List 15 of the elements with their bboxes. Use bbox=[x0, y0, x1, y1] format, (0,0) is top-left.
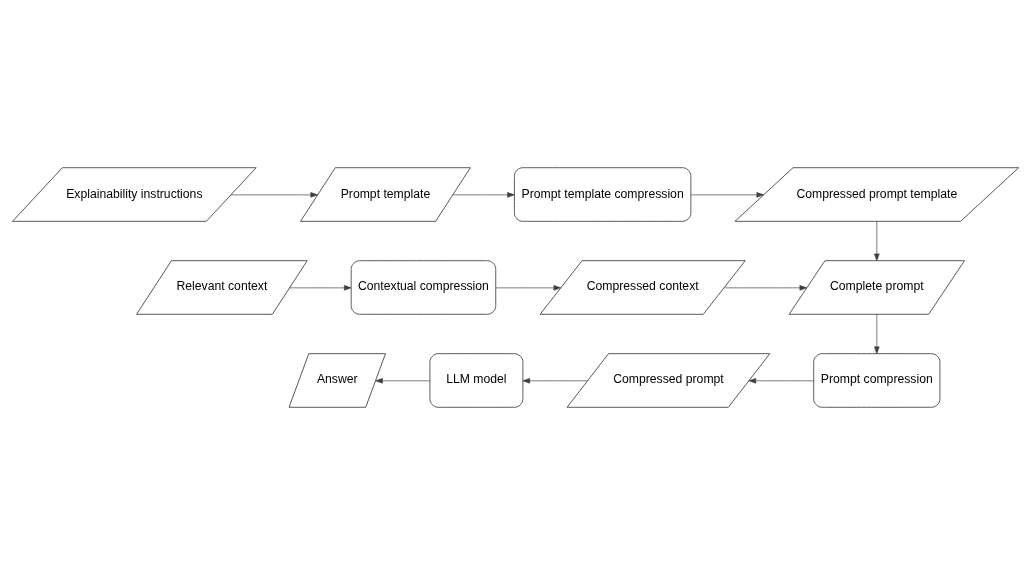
arrow bbox=[522, 377, 588, 384]
node-box: Prompt template compression bbox=[514, 166, 692, 222]
node-box: Contextual compression bbox=[350, 259, 497, 315]
arrow bbox=[723, 284, 807, 291]
arrow bbox=[289, 284, 352, 291]
arrow bbox=[690, 191, 764, 198]
node-box: LLM model bbox=[429, 352, 524, 408]
arrow bbox=[874, 220, 880, 261]
arrow bbox=[452, 191, 515, 198]
arrow bbox=[375, 377, 431, 384]
arrow bbox=[230, 191, 318, 198]
arrow bbox=[874, 313, 880, 354]
node-box: Prompt compression bbox=[813, 352, 941, 408]
arrow bbox=[748, 377, 814, 384]
arrow bbox=[495, 284, 562, 291]
